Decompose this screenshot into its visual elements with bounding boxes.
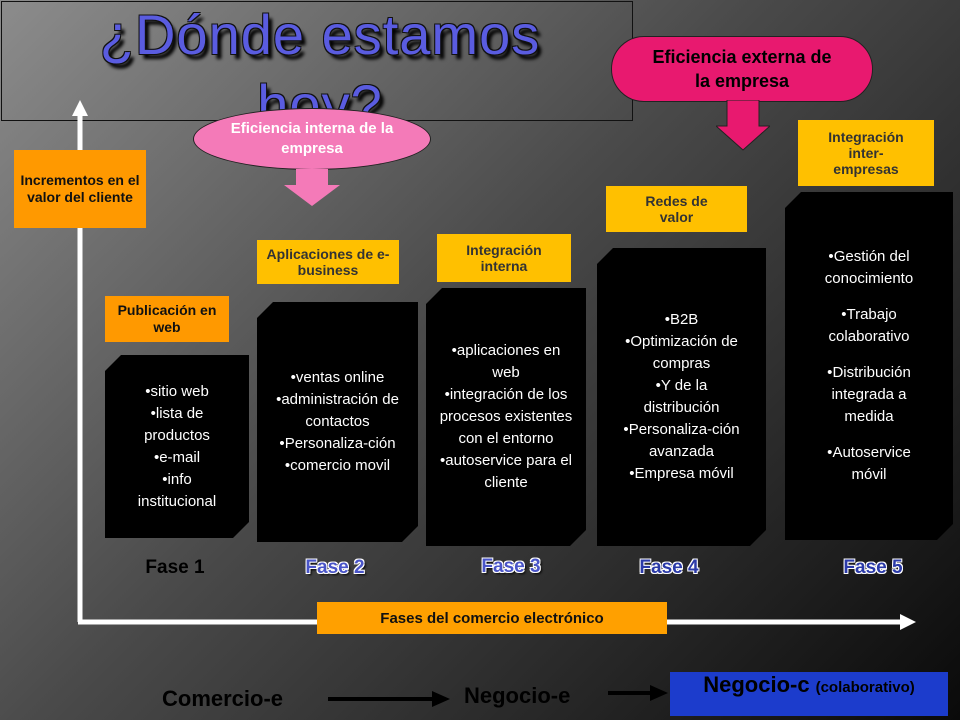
phase-1-item: info institucional — [122, 469, 232, 513]
phase-4-item: Optimización de compras — [617, 331, 747, 375]
collaborative-business-sublabel: (colaborativo) — [815, 679, 915, 696]
phase-3-item: autoservice para el cliente — [436, 450, 576, 494]
external-efficiency-arrow-icon — [716, 100, 770, 151]
arrow-commerce-to-business-icon — [328, 691, 450, 707]
phase-5-item: Gestión del conocimiento — [804, 246, 934, 290]
phase-5-item: Trabajo colaborativo — [814, 304, 924, 348]
external-efficiency-label: Eficiencia externa de la empresa — [652, 47, 832, 91]
phase-2-item: ventas online — [263, 367, 413, 389]
y-axis-label: Incrementos en el valor del cliente — [14, 150, 146, 228]
phase-3-label: Fase 3 — [481, 556, 541, 577]
internal-efficiency-label: Eficiencia interna de la empresa — [230, 120, 394, 157]
phase-1-item: lista de productos — [122, 403, 232, 447]
collaborative-business-box: Negocio-c (colaborativo) — [670, 672, 948, 716]
phase-4-item: Personaliza-ción avanzada — [617, 419, 747, 463]
internal-efficiency-arrow-icon — [284, 169, 340, 206]
phase-5-label: Fase 5 — [843, 557, 903, 578]
phase-4-item: B2B — [617, 309, 747, 331]
y-axis-arrowhead-icon — [72, 100, 88, 116]
phase-4-heading: Redes de valor — [606, 186, 747, 232]
phase-2-item: comercio movil — [263, 455, 413, 477]
business-e-label: Negocio-e — [464, 683, 571, 708]
internal-efficiency-oval: Eficiencia interna de la empresa — [193, 108, 431, 170]
phase-1-item: sitio web — [122, 381, 232, 403]
phase-1-heading: Publicación en web — [105, 296, 229, 342]
phase-2-item: Personaliza-ción — [278, 433, 398, 455]
phase-5-box: Gestión del conocimiento Trabajo colabor… — [785, 192, 953, 540]
phase-2-box: ventas online administración de contacto… — [257, 302, 418, 542]
arrow-business-to-collab-icon — [608, 685, 668, 701]
x-axis-arrowhead-icon — [900, 614, 916, 630]
x-axis-label: Fases del comercio electrónico — [317, 602, 667, 634]
phase-1-box: sitio web lista de productos e-mail info… — [105, 355, 249, 538]
phase-2-label: Fase 2 — [305, 557, 365, 578]
commerce-e-label: Comercio-e — [162, 686, 284, 711]
phase-5-heading: Integración inter-empresas — [798, 120, 934, 186]
phase-4-item: Empresa móvil — [617, 463, 747, 485]
phase-3-box: aplicaciones en web integración de los p… — [426, 288, 586, 546]
phase-2-item: administración de contactos — [263, 389, 413, 433]
phase-3-item: aplicaciones en web — [436, 340, 576, 384]
phase-3-heading: Integración interna — [437, 234, 571, 282]
phase-3-item: integración de los procesos existentes c… — [430, 384, 582, 450]
phase-5-item: Distribución integrada a medida — [809, 362, 929, 428]
phase-4-label: Fase 4 — [639, 557, 699, 578]
phase-5-item: Autoservice móvil — [809, 442, 929, 486]
phase-1-item: e-mail — [122, 447, 232, 469]
phase-2-heading: Aplicaciones de e-business — [257, 240, 399, 284]
phase-4-box: B2B Optimización de compras Y de la dist… — [597, 248, 766, 546]
phase-1-label: Fase 1 — [145, 557, 205, 578]
phase-4-item: Y de la distribución — [627, 375, 737, 419]
collaborative-business-label: Negocio-c — [703, 672, 810, 697]
